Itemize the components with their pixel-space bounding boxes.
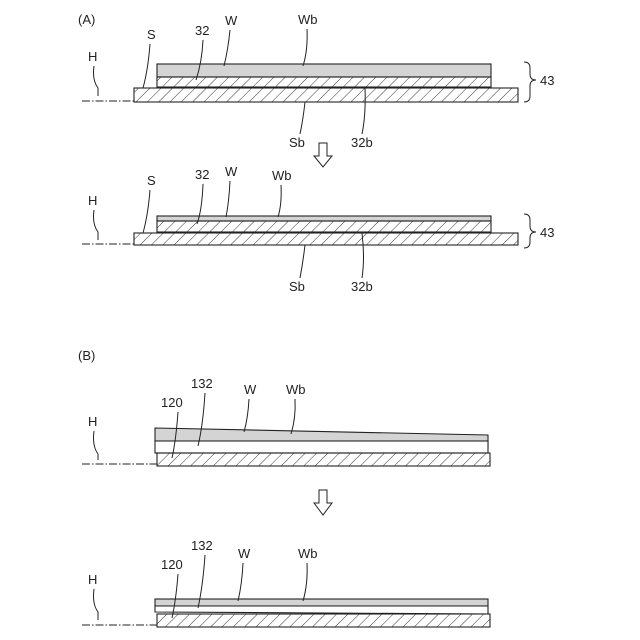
label-32b: 32b [351, 135, 373, 150]
wafer-w [155, 599, 488, 606]
support-120 [157, 453, 490, 466]
brace-icon [524, 214, 536, 248]
panel-a-step1: H S 32 W Wb Sb 32b 43 [82, 12, 554, 150]
label-wb: Wb [286, 382, 306, 397]
label-120: 120 [161, 395, 183, 410]
layer-132 [155, 441, 488, 453]
label-32b: 32b [351, 279, 373, 294]
down-arrow-icon [314, 490, 332, 515]
label-wb: Wb [298, 546, 318, 561]
panel-a-step2: H S 32 W Wb Sb 32b 43 [82, 164, 554, 294]
label-h: H [88, 49, 97, 64]
label-132: 132 [191, 376, 213, 391]
label-wb: Wb [272, 168, 292, 183]
label-w: W [225, 164, 238, 179]
layer-32 [157, 221, 491, 232]
label-120: 120 [161, 557, 183, 572]
support-s [134, 88, 518, 102]
panel-b-label: (B) [78, 348, 95, 363]
wafer-w [157, 216, 491, 221]
support-s [134, 233, 518, 245]
label-43: 43 [540, 73, 554, 88]
panel-b-step1: H 120 132 W Wb [82, 376, 490, 466]
label-32: 32 [195, 167, 209, 182]
wafer-w [157, 64, 491, 77]
label-wb: Wb [298, 12, 318, 27]
label-h: H [88, 572, 97, 587]
label-sb: Sb [289, 279, 305, 294]
label-s: S [147, 173, 156, 188]
label-43: 43 [540, 225, 554, 240]
label-h: H [88, 193, 97, 208]
label-w: W [244, 382, 257, 397]
label-s: S [147, 27, 156, 42]
down-arrow-icon [314, 143, 332, 167]
label-h: H [88, 414, 97, 429]
label-w: W [225, 13, 238, 28]
label-sb: Sb [289, 135, 305, 150]
layer-132 [155, 606, 488, 614]
layer-32 [157, 77, 491, 87]
panel-a-label: (A) [78, 12, 95, 27]
support-120 [157, 614, 490, 627]
panel-b-step2: H 120 132 W Wb [82, 538, 490, 627]
label-w: W [238, 546, 251, 561]
label-32: 32 [195, 23, 209, 38]
brace-icon [524, 62, 536, 102]
label-132: 132 [191, 538, 213, 553]
